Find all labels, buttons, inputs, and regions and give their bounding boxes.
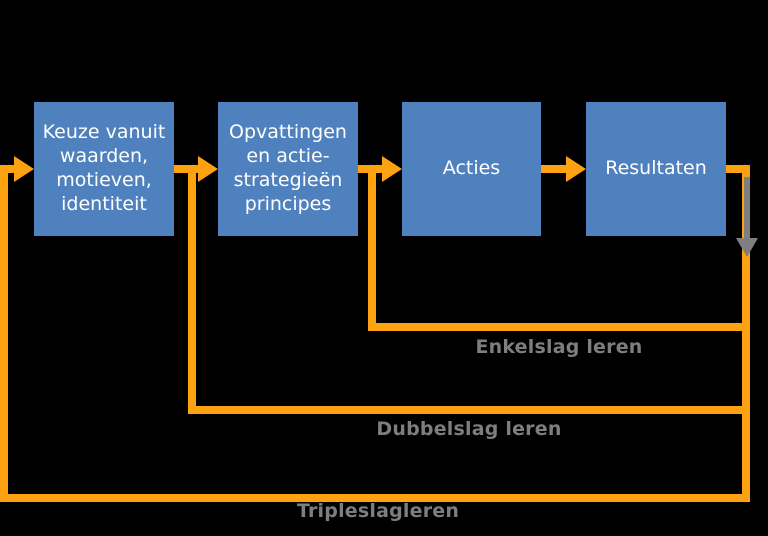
dubbelslag-feedback-vertical-line: [188, 165, 196, 414]
tripleslag-leren-label: Tripleslagleren: [296, 500, 460, 522]
arrowhead-right-icon: [382, 156, 402, 182]
arrowhead-right-icon: [198, 156, 218, 182]
flow-arrow-into-keuze: [0, 165, 16, 173]
flow-arrow-acties-to-resultaten: [541, 165, 568, 173]
box-keuze-vanuit-waarden: Keuze vanuit waarden, motieven, identite…: [34, 102, 174, 236]
flow-arrow-opvattingen-to-acties: [358, 165, 384, 173]
enkelslag-leren-label: Enkelslag leren: [475, 336, 643, 358]
arrowhead-right-icon: [14, 156, 34, 182]
dubbelslag-leren-label: Dubbelslag leren: [376, 418, 562, 440]
arrowhead-right-icon: [566, 156, 586, 182]
box-label: Keuze vanuit waarden, motieven, identite…: [42, 121, 166, 215]
box-acties: Acties: [402, 102, 541, 236]
box-resultaten: Resultaten: [586, 102, 726, 236]
tripleslag-feedback-vertical-line: [0, 165, 8, 502]
box-opvattingen-actiestrategieen: Opvattingen en actie- strategieën princi…: [218, 102, 358, 236]
box-label: Opvattingen en actie- strategieën princi…: [229, 121, 347, 215]
enkelslag-feedback-vertical-line: [368, 165, 376, 331]
tripleslag-feedback-horizontal-line: [0, 494, 750, 502]
enkelslag-feedback-horizontal-line: [368, 323, 750, 331]
down-arrow-icon: [736, 238, 758, 257]
flow-line-resultaten-exit: [726, 165, 750, 173]
resultaten-feedback-vertical-line: [742, 165, 750, 502]
box-label: Resultaten: [605, 157, 707, 180]
flow-arrow-keuze-to-opvattingen: [174, 165, 200, 173]
dubbelslag-feedback-horizontal-line: [188, 406, 750, 414]
box-label: Acties: [442, 157, 501, 180]
down-arrow-shaft: [744, 177, 750, 239]
